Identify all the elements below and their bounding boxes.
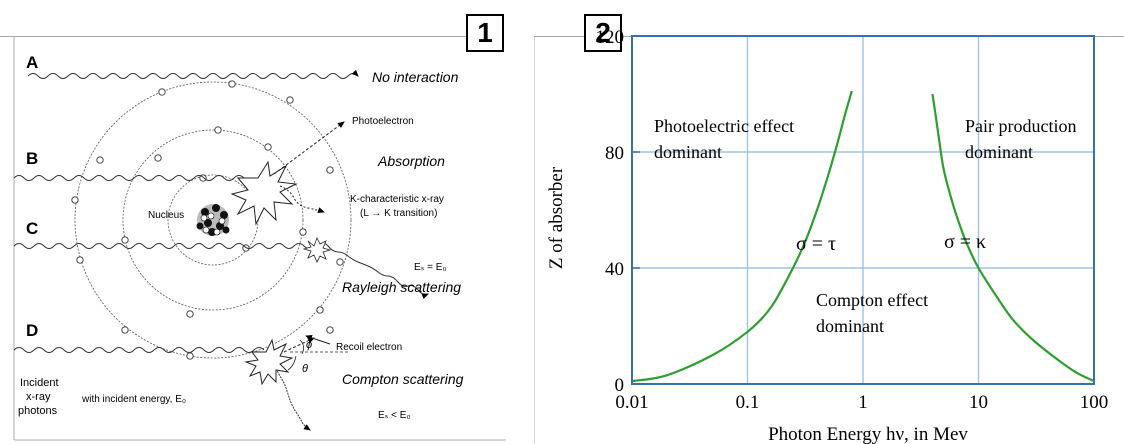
photon-path-c-scatter	[317, 242, 429, 300]
rayleigh-burst-icon	[302, 237, 332, 263]
y-axis-label: Z of absorber	[546, 166, 567, 269]
pair-production-annotation-line2: dominant	[965, 142, 1033, 162]
no-interaction-label: No interaction	[372, 69, 459, 85]
absorption-label: Absorption	[377, 153, 445, 169]
sigma-tau-label: σ = τ	[796, 233, 836, 255]
panel2-top-border-left	[534, 36, 584, 37]
y-tick-label: 80	[605, 143, 624, 164]
chart-ticks: 0.01 0.1 1 10 100 0 40 80 120	[596, 27, 1109, 413]
es-equal-label: Eₛ = E₀	[414, 262, 447, 273]
nucleus-label: Nucleus	[148, 210, 184, 221]
row-letter-b: B	[26, 149, 38, 168]
photon-path-c	[13, 243, 315, 249]
x-tick-label: 0.1	[736, 392, 760, 413]
es-less-label: Eₛ < E₀	[378, 410, 411, 421]
plot-frame	[631, 35, 1095, 385]
x-tick-label: 0.01	[615, 392, 648, 413]
shell-m	[74, 81, 352, 359]
photoelectric-annotation-line2: dominant	[654, 142, 722, 162]
photoelectron-arrow	[273, 121, 345, 175]
row-letter-a: A	[26, 53, 38, 72]
panel1-badge: 1	[466, 14, 504, 52]
compton-pair-boundary-curve	[931, 93, 1095, 383]
rayleigh-label: Rayleigh scattering	[342, 279, 461, 295]
photoelectric-compton-boundary-curve	[631, 90, 853, 383]
interaction-diagram-panel: 1	[0, 0, 506, 444]
chart-curves	[631, 90, 1095, 383]
photon-path-a	[27, 69, 359, 79]
panel1-top-border	[0, 36, 466, 37]
compton-burst-icon	[244, 338, 294, 386]
photoelectron-label: Photoelectron	[352, 116, 414, 127]
phi-angle-arc	[299, 339, 304, 355]
compton-annotation-line2: dominant	[816, 316, 884, 336]
incident-energy-label: with incident energy, E₀	[81, 394, 186, 405]
photon-path-d-scatter	[269, 351, 311, 431]
x-axis-label: Photon Energy hν, in Mev	[768, 424, 968, 444]
k-transition-label: (L → K transition)	[360, 208, 437, 219]
recoil-pointer-arrow	[305, 335, 331, 345]
incident-label-line1: Incident	[20, 377, 59, 389]
interaction-dominance-chart-panel: 2 0.01 0.1 1 10 100 0 40 80 120 Photoelectric ef…	[534, 0, 1124, 444]
y-tick-label: 120	[596, 27, 625, 48]
photon-path-b	[13, 175, 255, 181]
x-tick-label: 1	[858, 392, 868, 413]
recoil-electron-label: Recoil electron	[336, 342, 402, 353]
compton-label: Compton scattering	[342, 371, 464, 387]
shell-l	[122, 129, 304, 311]
y-tick-label: 40	[605, 259, 624, 280]
nucleus-icon	[196, 204, 230, 236]
x-tick-label: 100	[1080, 392, 1109, 413]
theta-angle-arc	[287, 355, 297, 371]
interaction-diagram: A B C D No interaction Absorption Raylei…	[13, 36, 506, 441]
y-tick-label: 0	[615, 375, 625, 396]
absorption-burst-icon	[230, 160, 298, 226]
k-characteristic-label: K-characteristic x-ray	[350, 194, 444, 205]
sigma-kappa-label: σ = κ	[944, 231, 986, 253]
phi-label: ϕ	[306, 339, 312, 351]
panel2-badge: 2	[584, 14, 622, 52]
compton-annotation-line1: Compton effect	[816, 290, 928, 310]
photon-path-d	[13, 347, 265, 353]
dominance-chart: 0.01 0.1 1 10 100 0 40 80 120 Photoelectric effe…	[534, 27, 1109, 444]
photoelectric-annotation-line1: Photoelectric effect	[654, 116, 794, 136]
row-letter-d: D	[26, 321, 38, 340]
incident-label-line2: x-ray	[26, 391, 51, 403]
x-tick-label: 10	[969, 392, 988, 413]
incident-label-line3: photons	[18, 405, 58, 417]
pair-production-annotation-line1: Pair production	[965, 116, 1076, 136]
row-letter-c: C	[26, 219, 38, 238]
k-xray-arrow	[279, 185, 325, 213]
theta-label: θ	[302, 363, 308, 375]
